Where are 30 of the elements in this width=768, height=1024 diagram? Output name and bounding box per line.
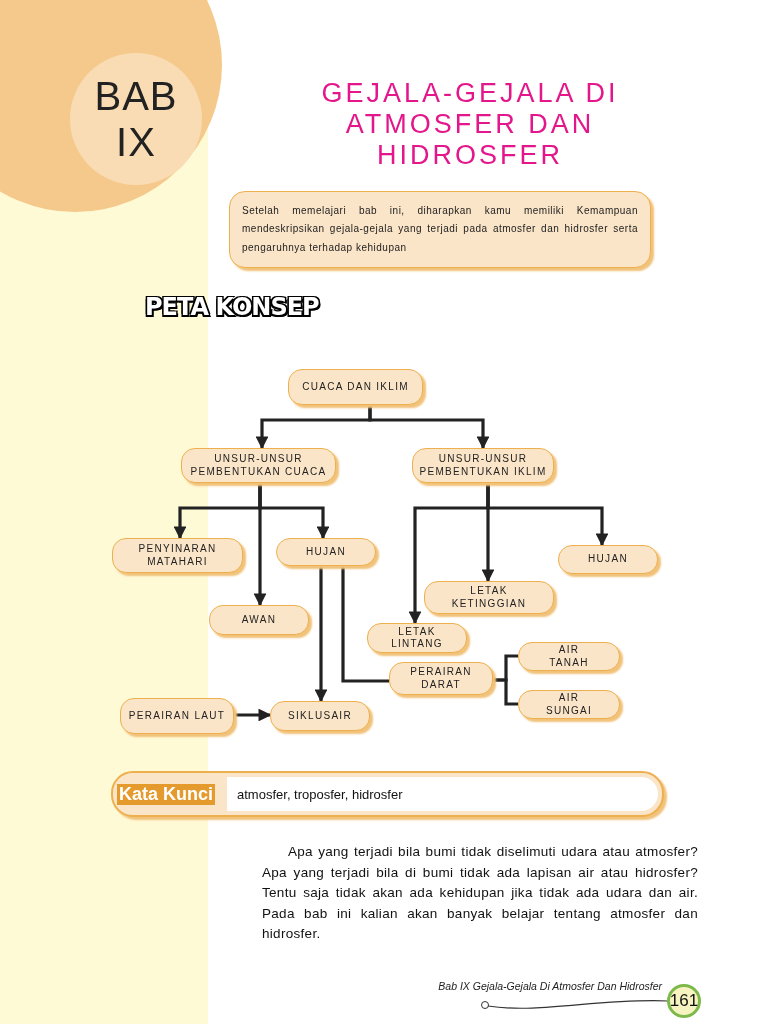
connector-line bbox=[493, 678, 518, 706]
concept-box: UNSUR-UNSUR PEMBENTUKAN CUACA bbox=[181, 448, 336, 483]
concept-box: PERAIRAN LAUT bbox=[120, 698, 234, 734]
connector-line bbox=[341, 566, 389, 683]
arrow bbox=[234, 708, 272, 722]
arrow bbox=[314, 566, 328, 703]
concept-box: AWAN bbox=[209, 605, 309, 635]
footer-text: Bab IX Gejala-Gejala Di Atmosfer Dan Hidrosfer bbox=[437, 980, 662, 992]
arrow bbox=[253, 483, 267, 607]
concept-box: CUACA DAN IKLIM bbox=[288, 369, 423, 405]
keyword-text: atmosfer, troposfer, hidrosfer bbox=[227, 777, 658, 811]
page-number-circle: 161 bbox=[667, 984, 701, 1018]
concept-box: HUJAN bbox=[276, 538, 376, 566]
arrow bbox=[486, 483, 609, 547]
arrow bbox=[368, 405, 490, 450]
concept-box: LETAK KETINGGIAN bbox=[424, 581, 554, 614]
intro-paragraph: Apa yang terjadi bila bumi tidak diselimuti udara atau atmosfer? Apa yang terjadi bila di bumi tidak ada lapisan air atau hidrosfer? Tentu saja tidak akan ada kehidupan jika tidak ada udara dan air. Pada bab ini kalian akan banyak belajar tentang atmosfer dan hidrosfer. bbox=[262, 843, 698, 943]
concept-box: AIR SUNGAI bbox=[518, 690, 620, 719]
chapter-title: GEJALA-GEJALA DI ATMOSFER DAN HIDROSFER bbox=[320, 78, 620, 172]
concept-box: HUJAN bbox=[558, 545, 658, 574]
concept-box: SIKLUSAIR bbox=[270, 701, 370, 731]
objectives-box: Setelah memelajari bab ini, diharapkan kamu memiliki Kemampuan mendeskripsikan gejala-gejala yang terjadi pada atmosfer dan hidrosfer serta pengaruhnya terhadap kehidupan bbox=[229, 191, 651, 268]
section-heading: PETA KONSEP bbox=[145, 293, 319, 321]
concept-box: AIR TANAH bbox=[518, 642, 620, 671]
concept-box: LETAK LINTANG bbox=[367, 623, 467, 653]
concept-box: PERAIRAN DARAT bbox=[389, 662, 493, 695]
concept-box: PENYINARAN MATAHARI bbox=[112, 538, 243, 573]
concept-box: UNSUR-UNSUR PEMBENTUKAN IKLIM bbox=[412, 448, 554, 483]
keyword-heading: Kata Kunci bbox=[117, 783, 216, 805]
keyword-bar bbox=[111, 771, 664, 817]
